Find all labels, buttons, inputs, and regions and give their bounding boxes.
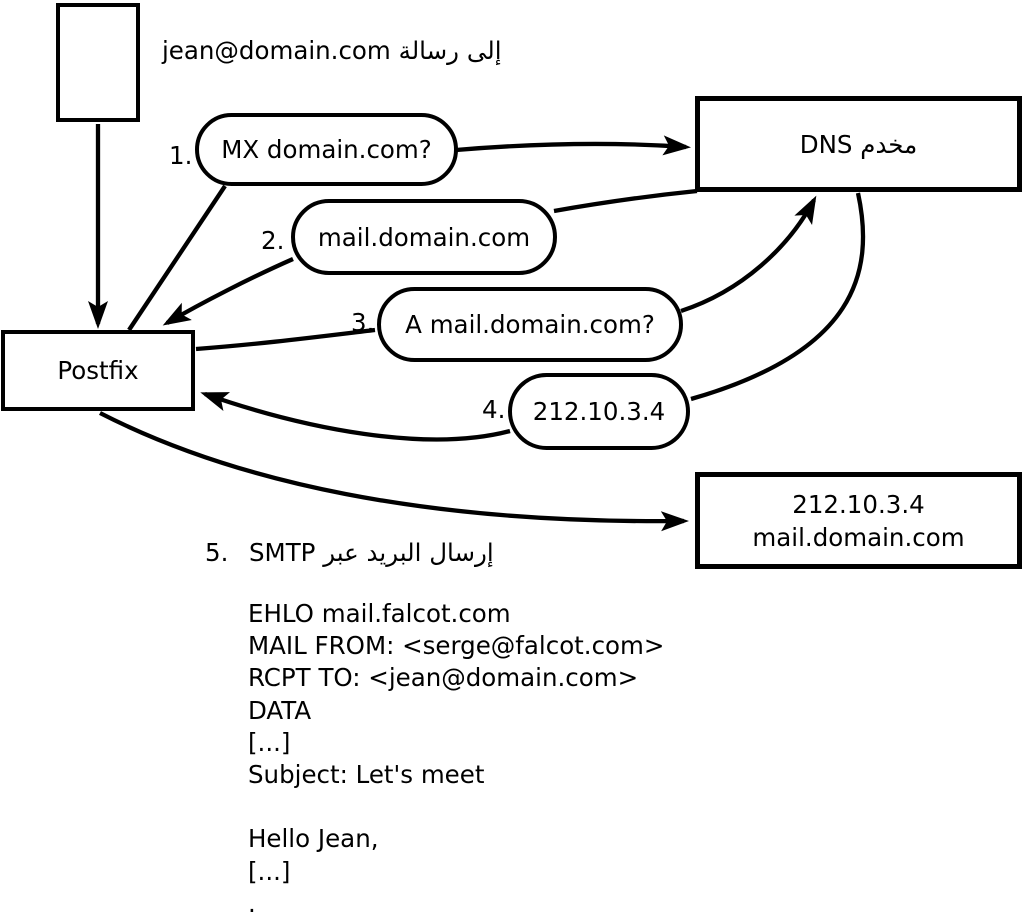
smtp-line — [248, 791, 664, 823]
arrow-mx-query-to-dns — [455, 135, 691, 156]
arrow-a-answer-to-postfix — [200, 391, 511, 442]
mx-answer-pill: mail.domain.com — [291, 199, 557, 275]
smtp-line: Hello Jean, — [248, 824, 379, 854]
a-answer-label: 212.10.3.4 — [532, 397, 666, 426]
line-postfix-to-mx-query — [127, 184, 227, 332]
sender-box — [56, 3, 140, 122]
a-answer-pill: 212.10.3.4 — [508, 373, 690, 450]
smtp-line: DATA — [248, 695, 312, 725]
smtp-step-label: SMTP ⁧عبر⁩ ⁧البريد⁩ ⁧إرسال⁩ — [249, 538, 494, 567]
mx-query-pill: MX domain.com? — [195, 113, 458, 186]
line-dns-to-mx-answer — [553, 188, 698, 214]
smtp-line: EHLO mail.falcot.com — [248, 599, 511, 628]
step-2-number: 2. — [261, 226, 285, 255]
mail-server-box: 212.10.3.4 mail.domain.com — [695, 472, 1022, 569]
smtp-line: [...] — [248, 727, 291, 757]
line-postfix-to-a-query — [195, 327, 376, 352]
a-query-label: A mail.domain.com? — [405, 310, 655, 339]
step-4-number: 4. — [482, 395, 506, 424]
mail-server-hostname: mail.domain.com — [752, 522, 965, 552]
dns-server-label: DNS ⁧مخدم⁩ — [799, 129, 918, 159]
postfix-label: Postfix — [57, 356, 139, 385]
arrow-a-query-to-dns — [680, 195, 817, 314]
smtp-line: RCPT TO: <jean@domain.com> — [248, 663, 639, 693]
step-5-number: 5. — [205, 538, 229, 567]
postfix-box: Postfix — [1, 330, 195, 411]
dns-server-box: DNS ⁧مخدم⁩ — [695, 96, 1022, 192]
mx-query-label: MX domain.com? — [221, 135, 432, 164]
step-1-number: 1. — [169, 141, 193, 170]
smtp-line: . — [248, 888, 256, 918]
smtp-session-text: EHLO mail.falcot.com MAIL FROM: <serge@f… — [248, 598, 664, 920]
step-3-number: 3. — [351, 308, 375, 337]
smtp-line: MAIL FROM: <serge@falcot.com> — [248, 631, 665, 661]
smtp-line: Subject: Let's meet — [248, 759, 485, 789]
smtp-line: [...] — [248, 856, 291, 886]
a-query-pill: A mail.domain.com? — [377, 287, 683, 362]
mail-server-ip: 212.10.3.4 — [792, 489, 925, 519]
line-dns-to-a-answer — [690, 192, 866, 402]
message-label: jean@domain.com ⁧رسالة⁩ ⁧إلى⁩ — [162, 36, 502, 65]
arrow-mx-answer-to-postfix — [162, 257, 294, 326]
mx-answer-label: mail.domain.com — [317, 222, 531, 252]
